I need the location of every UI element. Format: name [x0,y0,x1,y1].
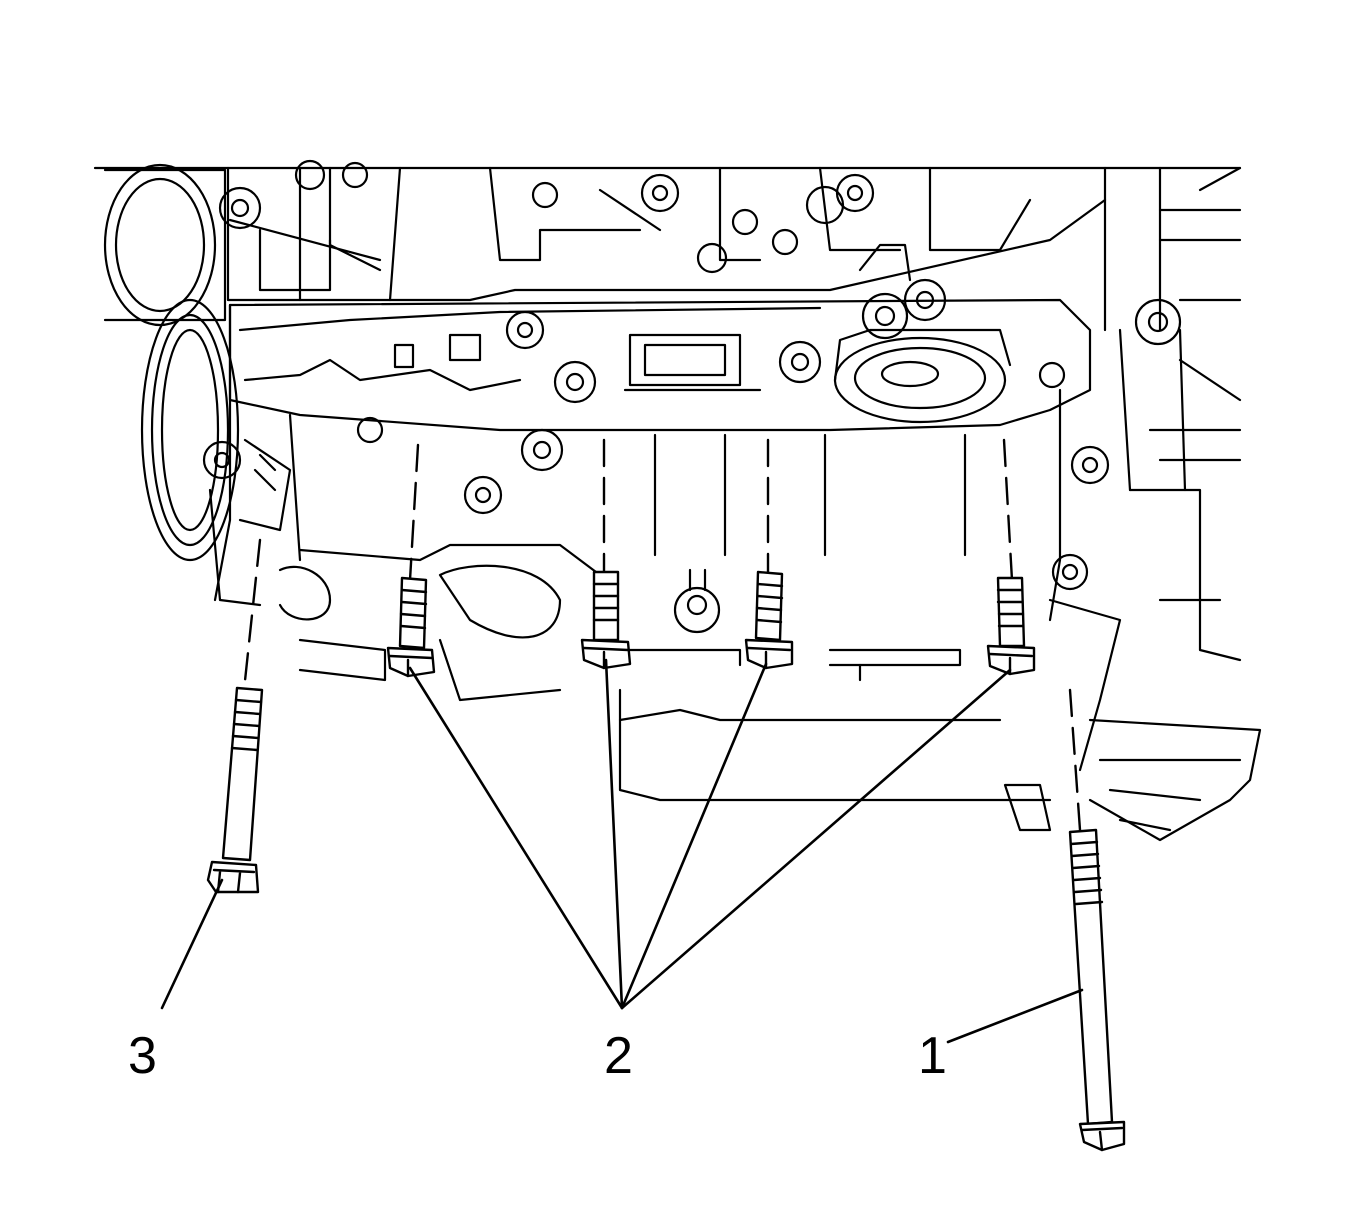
callout-1-label: 1 [918,1027,947,1085]
bolt-2-c [744,570,794,670]
callout-leaders [160,658,1084,1044]
bolt-alignment-lines [242,438,1082,832]
oil-pan-body [208,298,1262,842]
rail-bolt-heads [202,159,1182,591]
oil-pan-rail [213,298,1092,602]
bolt-3 [206,686,264,894]
bolt-2-a [386,576,436,678]
crank-pulley [103,163,240,562]
oil-filter [833,243,1012,424]
callout-2-label: 2 [604,1027,633,1085]
bolt-1 [1068,828,1126,1152]
bolt-2-b [580,570,632,670]
engine-top-outline [93,166,1242,332]
bolt-2-d [986,576,1036,676]
callout-3-label: 3 [128,1027,157,1085]
